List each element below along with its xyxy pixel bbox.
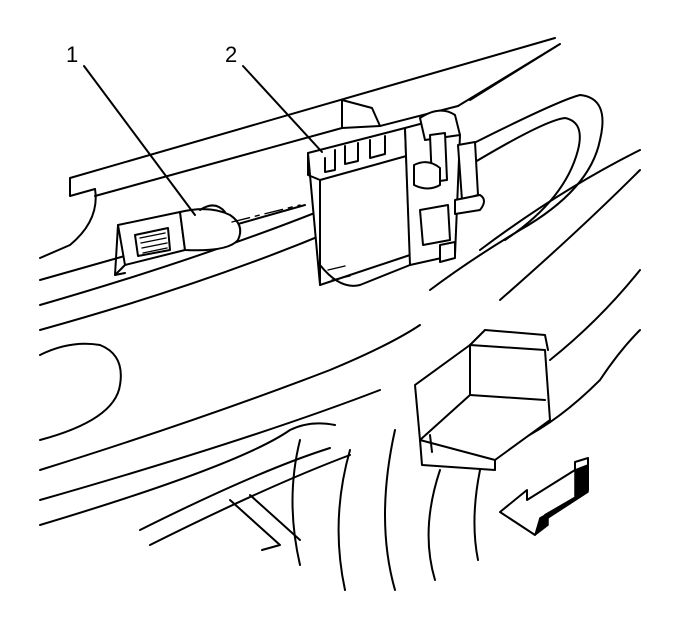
arrow-left-icon xyxy=(499,457,589,536)
callout-label-2: 2 xyxy=(225,42,238,67)
connector-clip xyxy=(114,204,301,276)
callout-label-1: 1 xyxy=(66,42,79,67)
lower-structure xyxy=(229,149,641,591)
callout-leader-2 xyxy=(242,65,323,153)
door-panel xyxy=(39,94,604,546)
mounting-bracket xyxy=(414,329,551,471)
sensor-module xyxy=(307,109,485,287)
callout-leader-1 xyxy=(83,65,196,216)
